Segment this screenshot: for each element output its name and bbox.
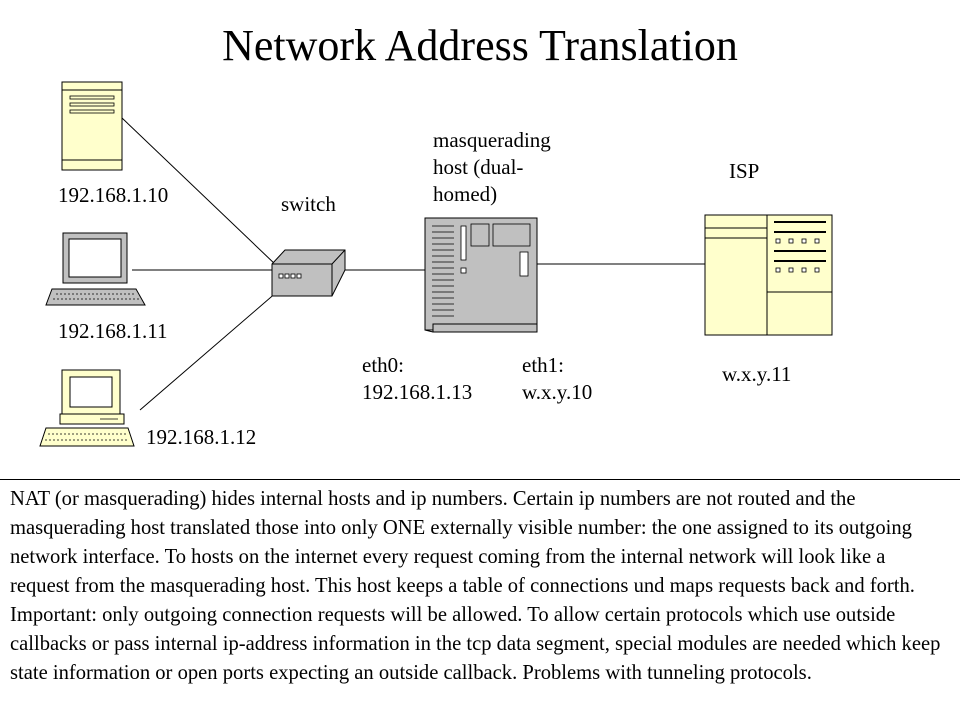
eth0-name: eth0: [362, 353, 404, 377]
divider-line [0, 479, 960, 480]
masq-label-line: homed) [433, 182, 498, 206]
isp-label: ISP [729, 159, 760, 183]
diagram-title: Network Address Translation [222, 21, 738, 70]
link-host1-switch [121, 117, 278, 267]
switch-icon [271, 249, 346, 297]
connection-lines [121, 117, 705, 411]
laptop-icon [45, 232, 146, 306]
eth0-ip: 192.168.1.13 [362, 380, 473, 404]
eth1-ip: w.x.y.10 [522, 380, 593, 404]
description-text: NAT (or masquerading) hides internal hos… [10, 488, 941, 684]
host1-ip-label: 192.168.1.10 [58, 183, 169, 207]
host3-ip-label: 192.168.1.12 [146, 425, 257, 449]
eth1-name: eth1: [522, 353, 564, 377]
eth0-label: eth0: 192.168.1.13 [362, 352, 472, 406]
isp-server-icon [704, 214, 833, 336]
masquerading-host-icon [424, 217, 538, 333]
desktop-pc-icon [39, 369, 135, 447]
switch-label: switch [281, 192, 336, 216]
eth1-label: eth1: w.x.y.10 [522, 352, 592, 406]
masq-label-line: masquerading [433, 128, 551, 152]
network-diagram [39, 81, 833, 447]
server-tower-icon [61, 81, 123, 171]
isp-ip-label: w.x.y.11 [722, 362, 792, 386]
masq-label-line: host (dual- [433, 155, 524, 179]
host2-ip-label: 192.168.1.11 [58, 319, 168, 343]
masquerading-host-label: masquerading host (dual- homed) [433, 127, 551, 208]
link-host3-switch [139, 284, 286, 411]
